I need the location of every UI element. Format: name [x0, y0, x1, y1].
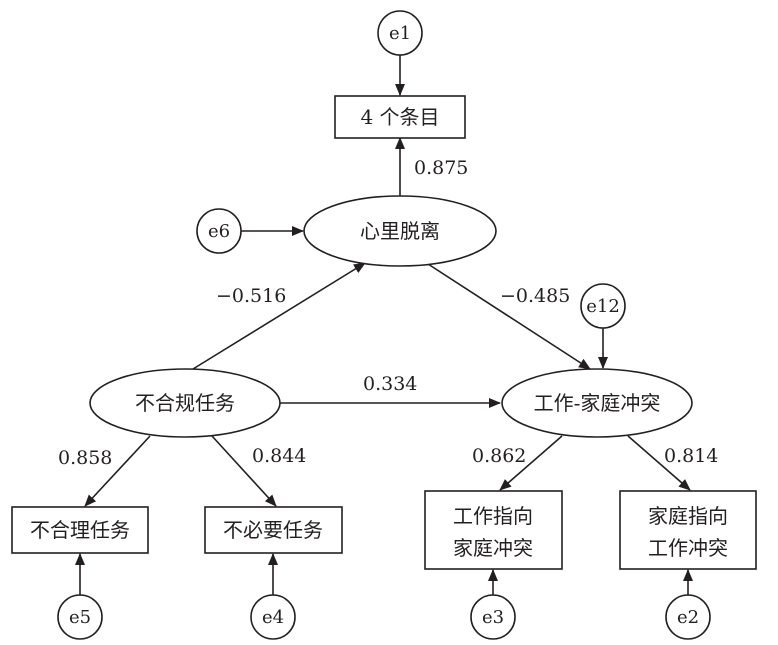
box-label: 4 个条目 — [360, 105, 439, 129]
arrow-illegitimate-to-unreasonable — [84, 435, 151, 507]
ellipse-label: 工作-家庭冲突 — [534, 391, 661, 415]
box-label-line1: 工作指向 — [453, 504, 533, 528]
error-label: e5 — [69, 607, 91, 628]
arrow-illegitimate-to-detachment — [192, 262, 366, 370]
observed-detachment-items: 4 个条目 — [334, 95, 466, 139]
box-label-line1: 家庭指向 — [648, 504, 728, 528]
latent-detachment: 心里脱离 — [303, 195, 497, 267]
box-label-line2: 工作冲突 — [648, 536, 728, 560]
arrow-wfc-to-family-work — [627, 435, 691, 491]
latent-illegitimate-tasks: 不合规任务 — [89, 368, 281, 438]
coef-illegitimate-unnecessary: 0.844 — [252, 445, 306, 467]
box-label: 不合理任务 — [30, 518, 130, 542]
error-label: e12 — [586, 296, 620, 317]
coef-detachment-wfc: −0.485 — [500, 285, 570, 307]
observed-unnecessary-tasks: 不必要任务 — [204, 506, 343, 554]
arrow-detachment-to-wfc — [427, 263, 591, 370]
error-e1: e1 — [377, 10, 423, 56]
coef-detachment-items: 0.875 — [414, 157, 468, 179]
observed-unreasonable-tasks: 不合理任务 — [11, 506, 149, 554]
error-e12: e12 — [580, 283, 626, 329]
arrow-illegitimate-to-unnecessary — [211, 435, 277, 507]
coef-illegitimate-wfc: 0.334 — [363, 373, 417, 395]
error-label: e3 — [482, 607, 504, 628]
box-label-line2: 家庭冲突 — [453, 536, 533, 560]
error-e4: e4 — [250, 594, 296, 640]
box-label: 不必要任务 — [223, 518, 323, 542]
observed-work-to-family-conflict: 工作指向 家庭冲突 — [424, 490, 563, 570]
error-e5: e5 — [57, 594, 103, 640]
arrow-wfc-to-work-family — [499, 435, 563, 491]
error-label: e2 — [677, 607, 699, 628]
coef-wfc-work-family: 0.862 — [472, 445, 526, 467]
error-e3: e3 — [470, 594, 516, 640]
error-label: e4 — [262, 607, 284, 628]
coef-wfc-family-work: 0.814 — [664, 445, 718, 467]
coef-illegitimate-unreasonable: 0.858 — [58, 447, 112, 469]
observed-family-to-work-conflict: 家庭指向 工作冲突 — [619, 490, 757, 570]
error-e2: e2 — [665, 594, 711, 640]
ellipse-label: 不合规任务 — [135, 391, 235, 415]
ellipse-label: 心里脱离 — [360, 219, 440, 243]
coef-illegitimate-detachment: −0.516 — [216, 285, 286, 307]
error-e6: e6 — [196, 208, 242, 254]
error-label: e6 — [208, 221, 230, 242]
error-label: e1 — [389, 23, 411, 44]
latent-work-family-conflict: 工作-家庭冲突 — [501, 368, 693, 438]
